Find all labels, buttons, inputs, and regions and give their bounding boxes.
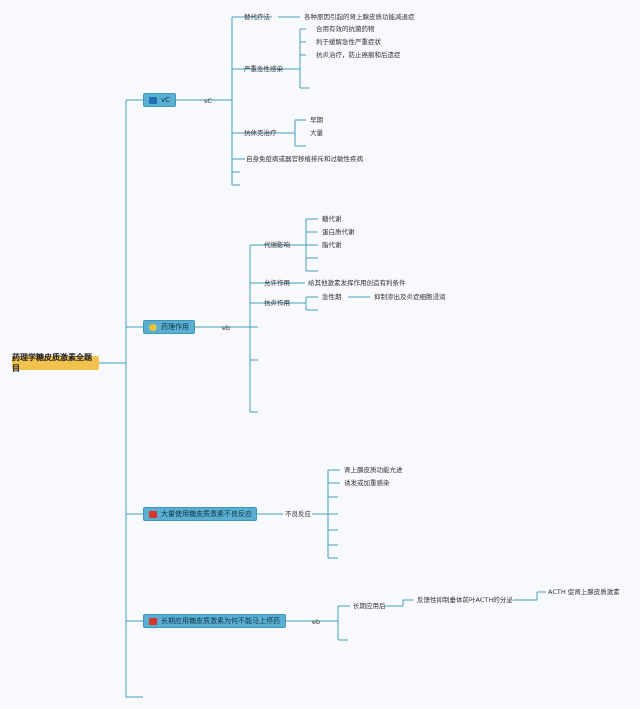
branch-pharmacology-label: 药理作用 [161,323,189,331]
node-long-term[interactable]: 长期应用后 [353,602,386,610]
root-node[interactable]: 药理学糖皮质激素全题目 [12,353,99,373]
branch-adverse-label: 大量使用糖皮质激素不良反应 [161,510,252,518]
node-long-term-child[interactable]: 反馈性抑制垂体前叶ACTH的分泌 [417,596,513,604]
node-metabolism-item[interactable]: 蛋白质代谢 [322,228,355,236]
connector-label: 不良反应 [285,510,311,518]
node-acute-child[interactable]: 抑制渗出及炎症细胞浸润 [374,293,446,301]
node-infection-item[interactable]: 合用有效的抗菌药物 [316,25,375,33]
node-replace-child[interactable]: 各种原因引起的肾上腺皮质功能减退症 [304,13,415,21]
connector-label: eb [312,618,321,626]
node-metabolism-item[interactable]: 脂代谢 [322,241,342,249]
branch-vc-label: vC [161,96,171,104]
node-infection-item[interactable]: 利于缓解急性严重症状 [316,38,381,46]
node-shock-item[interactable]: 大量 [310,129,323,137]
branch-vc[interactable]: vC [143,93,176,107]
node-adverse-item[interactable]: 肾上腺皮质功能亢进 [344,466,403,474]
node-permissive-child[interactable]: 给其他激素发挥作用创造有利条件 [308,279,406,287]
branch-no-stop-label: 长期应用糖皮质激素为何不能马上停药 [161,617,280,625]
node-autoimmune[interactable]: 自身免疫病或器官移植排斥和过敏性疾病 [246,155,363,163]
node-acth[interactable]: ACTH 促肾上腺皮质激素 [548,588,620,596]
node-replace[interactable]: 替代疗法 [244,13,270,21]
blue-square-icon [149,96,157,104]
node-infection-item[interactable]: 抗炎治疗，防止癌痕和后遗症 [316,51,401,59]
red-square-icon [149,510,157,518]
branch-pharmacology[interactable]: 药理作用 [143,320,195,334]
red-square-icon [149,617,157,625]
branch-no-stop[interactable]: 长期应用糖皮质激素为何不能马上停药 [143,614,286,628]
gear-icon [149,323,157,331]
connector-label: sC [204,97,212,105]
node-metabolism-item[interactable]: 糖代谢 [322,215,342,223]
node-shock-item[interactable]: 早期 [310,116,323,124]
node-antiinflam[interactable]: 抗炎作用 [264,299,290,307]
node-infection[interactable]: 严重急性感染 [244,65,283,73]
branch-adverse[interactable]: 大量使用糖皮质激素不良反应 [143,507,257,521]
node-shock[interactable]: 抗休克治疗 [244,129,277,137]
node-permissive[interactable]: 允许作用 [264,279,290,287]
connector-label: eb [222,324,231,332]
node-metabolism[interactable]: 代谢影响 [264,241,290,249]
node-acute[interactable]: 急性期 [322,293,342,301]
node-adverse-item[interactable]: 诱发或加重感染 [344,479,390,487]
